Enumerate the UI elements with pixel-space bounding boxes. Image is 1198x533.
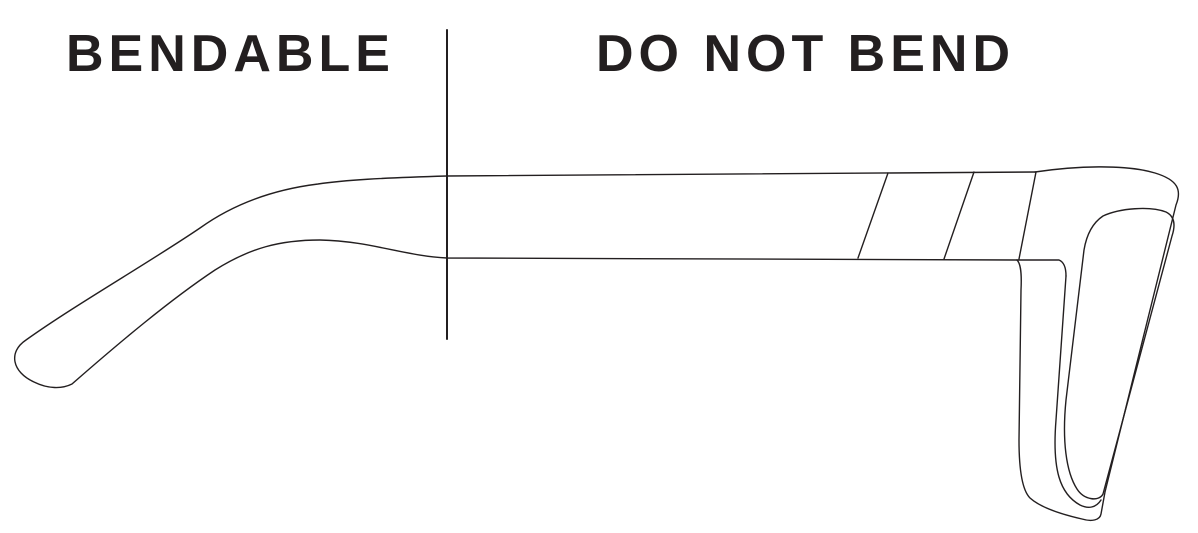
temple-top-edge: [446, 171, 1036, 177]
bendable-label: BENDABLE: [66, 25, 395, 83]
temple-stripe-1: [857, 172, 889, 259]
temple-stripe-3: [1018, 171, 1037, 260]
temple-stripe-2: [943, 171, 975, 260]
frame-hinge-edge: [1016, 259, 1067, 277]
do-not-bend-label: DO NOT BEND: [596, 25, 1015, 83]
temple-arm-outline: [13, 175, 1018, 389]
frame-inner-rim: [1054, 275, 1102, 508]
front-frame-outline: [1016, 166, 1180, 522]
lens-outline: [1063, 207, 1175, 500]
